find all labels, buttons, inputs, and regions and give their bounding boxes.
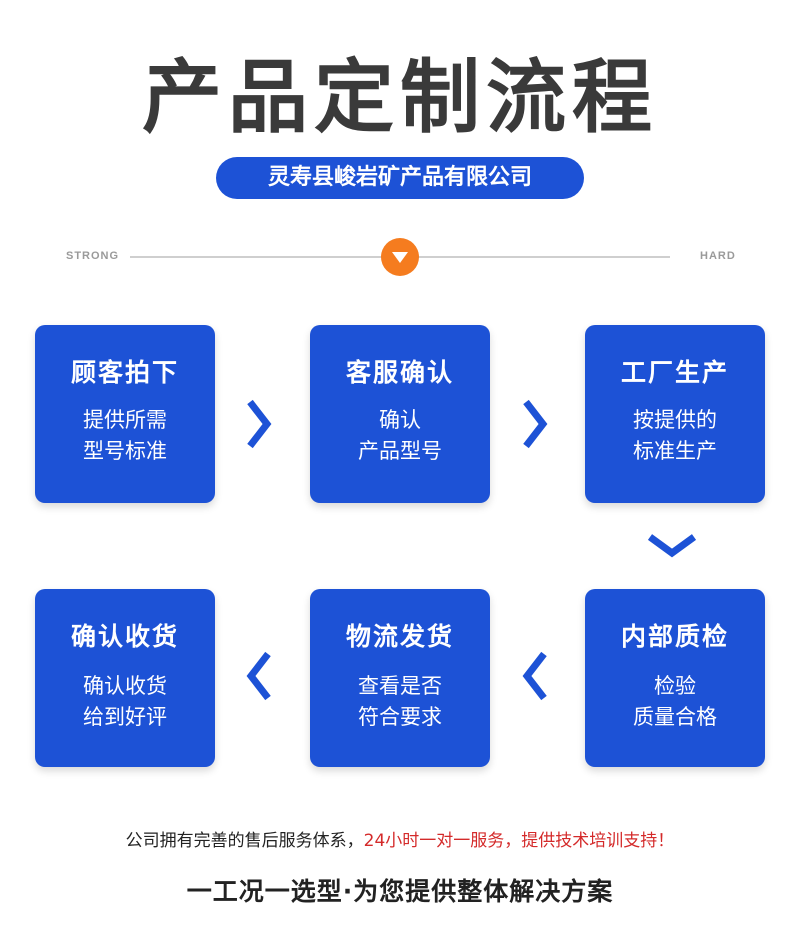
down-arrow-circle-icon — [381, 238, 419, 276]
step-desc-line: 给到好评 — [83, 705, 167, 729]
step-desc-line: 产品型号 — [358, 439, 442, 463]
chevron-left-icon — [246, 651, 271, 701]
chevron-left-icon — [522, 651, 547, 701]
slogan: 一工况一选型·为您提供整体解决方案 — [186, 877, 614, 906]
step-card-3: 工厂生产 按提供的 标准生产 — [585, 325, 765, 503]
step-desc-line: 查看是否 — [358, 674, 442, 698]
step-desc-line: 型号标准 — [83, 439, 167, 463]
chevron-down-icon — [647, 534, 697, 558]
step-title: 顾客拍下 — [70, 358, 179, 387]
step-desc-line: 提供所需 — [83, 408, 167, 432]
step-card-6: 确认收货 确认收货 给到好评 — [35, 589, 215, 767]
step-title: 物流发货 — [345, 622, 454, 651]
step-card-5: 物流发货 查看是否 符合要求 — [310, 589, 490, 767]
step-card-4: 内部质检 检验 质量合格 — [585, 589, 765, 767]
service-note: 公司拥有完善的售后服务体系，24小时一对一服务，提供技术培训支持！ — [0, 826, 800, 851]
step-desc-line: 检验 — [654, 674, 696, 698]
service-note-text: 公司拥有完善的售后服务体系， — [125, 831, 364, 851]
step-desc-line: 符合要求 — [358, 705, 442, 729]
company-badge: 灵寿县峻岩矿产品有限公司 — [216, 157, 584, 199]
step-desc-line: 质量合格 — [633, 705, 717, 729]
divider-left-label: STRONG — [66, 250, 120, 262]
service-note-highlight: 24小时一对一服务，提供技术培训支持！ — [363, 831, 675, 851]
step-desc-line: 标准生产 — [633, 439, 717, 463]
divider-right-label: HARD — [700, 250, 736, 262]
step-title: 确认收货 — [70, 622, 179, 651]
step-desc-line: 按提供的 — [633, 408, 717, 432]
chevron-right-icon — [247, 399, 272, 449]
step-desc-line: 确认收货 — [83, 674, 167, 698]
step-card-2: 客服确认 确认 产品型号 — [310, 325, 490, 503]
step-card-1: 顾客拍下 提供所需 型号标准 — [35, 325, 215, 503]
page-title: 产品定制流程 — [142, 51, 658, 144]
chevron-right-icon — [523, 399, 548, 449]
step-desc-line: 确认 — [379, 408, 421, 432]
step-title: 客服确认 — [345, 358, 454, 387]
step-title: 工厂生产 — [620, 358, 729, 387]
step-title: 内部质检 — [620, 622, 729, 651]
